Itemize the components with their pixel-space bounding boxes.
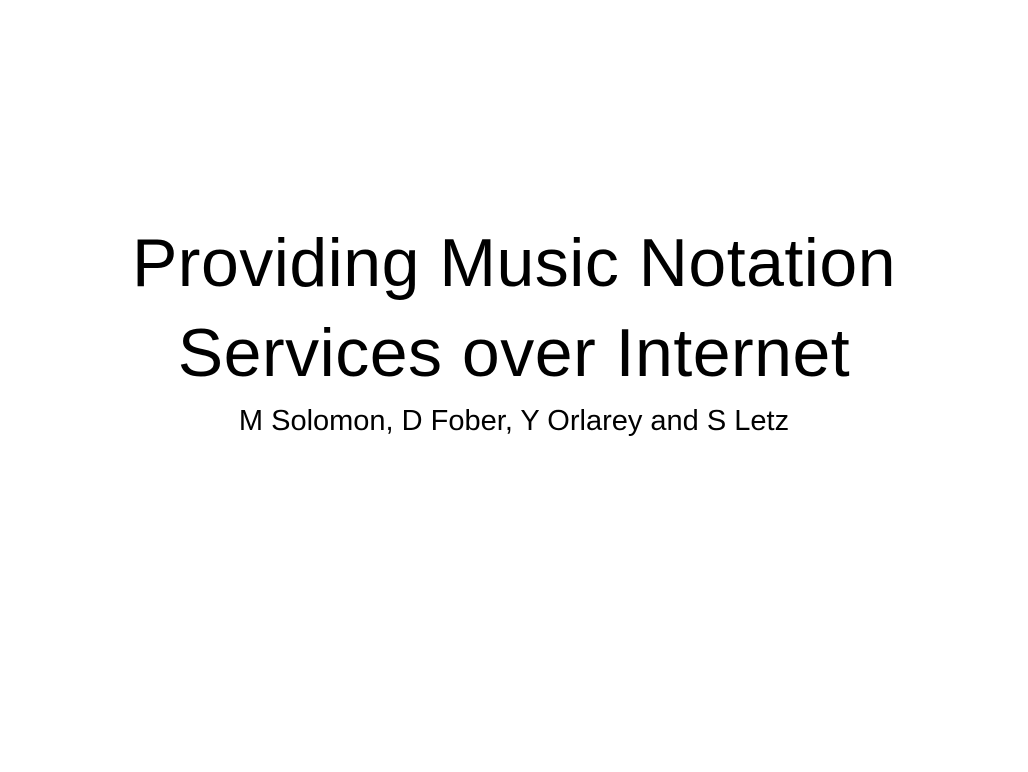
slide-title-line-1: Providing Music Notation	[131, 225, 897, 301]
slide-title: Providing Music Notation Services over I…	[0, 218, 1028, 398]
slide-authors: M Solomon, D Fober, Y Orlarey and S Letz	[238, 405, 790, 437]
slide-title-line-2: Services over Internet	[177, 315, 851, 391]
